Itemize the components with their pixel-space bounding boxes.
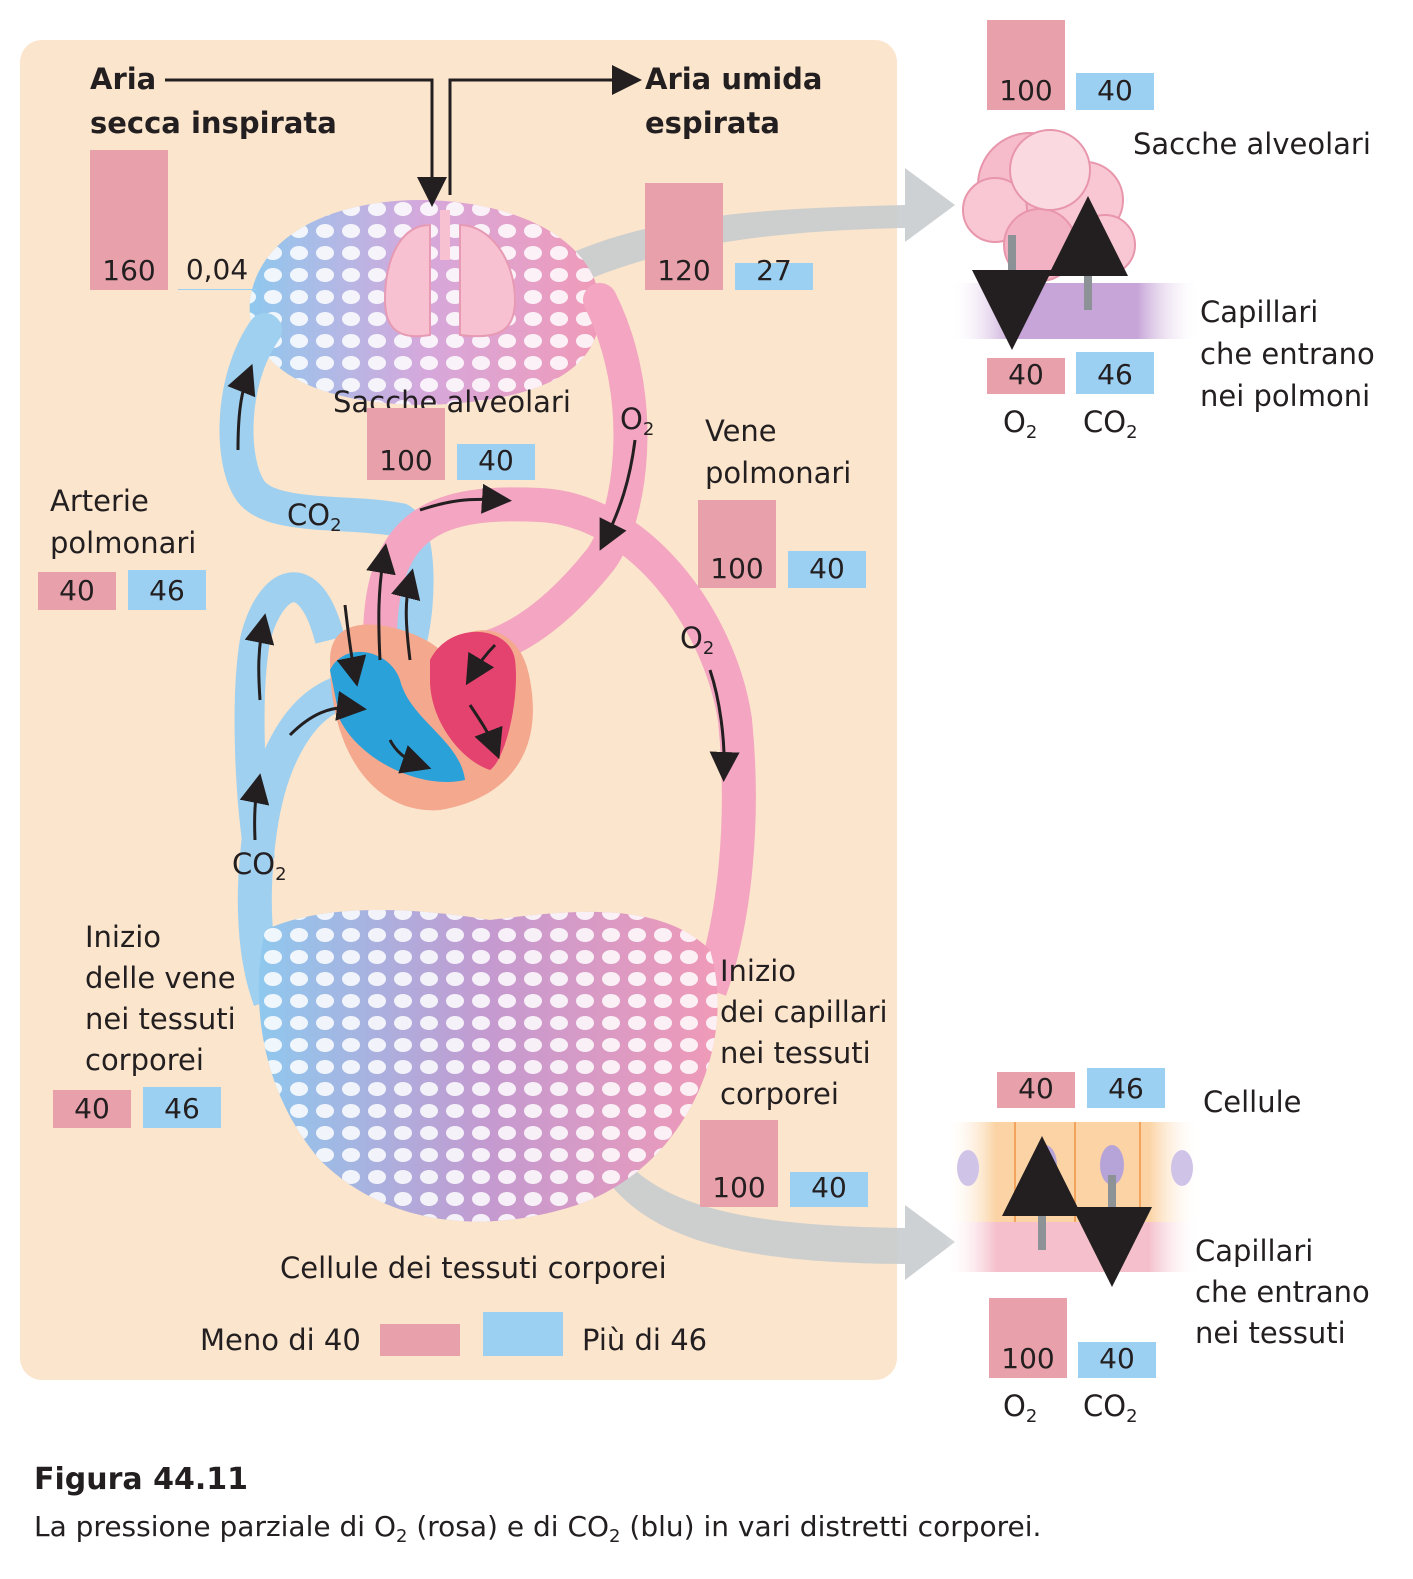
- lung-inset-capillaries-3: nei polmoni: [1200, 379, 1371, 413]
- o2-label-aorta: O2: [680, 621, 715, 659]
- tissue-inset-o2-label: O2: [1003, 1389, 1038, 1427]
- pulmonary-artery-vessel: [219, 313, 434, 657]
- lung-inset-capillaries-1: Capillari: [1200, 295, 1319, 329]
- tissue-inset-bottom-co2-bar: 40: [1078, 1342, 1156, 1378]
- heart-illustration: [330, 624, 533, 811]
- tissue-inset-co2-label: CO2: [1083, 1389, 1138, 1427]
- figure-caption: La pressione parziale di O2 (rosa) e di …: [34, 1510, 1042, 1547]
- pulmonary-veins-label-1: Vene: [705, 414, 777, 448]
- lung-inset-capillaries-2: che entrano: [1200, 337, 1375, 371]
- lung-inset-o2-bar: 100: [987, 20, 1065, 110]
- tissue-veins-o2-bar: 40: [53, 1090, 131, 1128]
- pulmonary-vein-vessel: [463, 283, 648, 667]
- tissue-inset-co2-bar: 46: [1087, 1068, 1165, 1108]
- tissue-capillaries-co2-bar: 40: [790, 1171, 868, 1207]
- lung-inset-bottom-o2-bar: 40: [987, 358, 1065, 394]
- alveolar-sacs-graphic: [950, 129, 1200, 350]
- lung-inset-co2-label: CO2: [1083, 405, 1138, 443]
- pulmonary-veins-o2-bar: 100: [698, 500, 776, 588]
- inspired-air-label-2: secca inspirata: [90, 106, 337, 140]
- tissue-veins-label-2: delle vene: [85, 961, 236, 995]
- tissue-inset-title: Cellule: [1203, 1085, 1302, 1119]
- tissue-capillaries-label-2: dei capillari: [720, 995, 888, 1029]
- figure-title: Figura 44.11: [34, 1462, 248, 1497]
- legend-pink-swatch: [380, 1324, 460, 1356]
- lungs-illustration: [383, 210, 517, 338]
- cells-graphic: [945, 1122, 1200, 1287]
- pulmonary-arteries-o2-bar: 40: [38, 572, 116, 610]
- lung-inset-bottom-co2-bar: 46: [1076, 352, 1154, 394]
- co2-label-pulmonary-artery: CO2: [287, 498, 342, 536]
- pulmonary-arteries-label-1: Arterie: [50, 484, 149, 518]
- tissue-inset-capillaries-1: Capillari: [1195, 1234, 1314, 1268]
- arrow-to-lung-inset: [440, 168, 955, 355]
- tissue-veins-label-1: Inizio: [85, 920, 162, 954]
- expired-air-label-2: espirata: [645, 106, 780, 140]
- tissue-capillaries-label-4: corporei: [720, 1077, 839, 1111]
- tissue-inset-o2-bar: 40: [997, 1072, 1075, 1108]
- tissue-inset-capillaries-2: che entrano: [1195, 1275, 1370, 1309]
- lung-inset-co2-bar: 40: [1076, 73, 1154, 110]
- legend-more-label: Più di 46: [582, 1323, 708, 1357]
- tissue-inset-capillaries-3: nei tessuti: [1195, 1316, 1346, 1350]
- pulmonary-arteries-label-2: polmonari: [50, 526, 197, 560]
- inspired-co2-bar: 0,04: [178, 253, 256, 290]
- tissue-veins-co2-bar: 46: [143, 1087, 221, 1128]
- lung-inset-o2-label: O2: [1003, 405, 1038, 443]
- tissue-inset-bottom-o2-bar: 100: [989, 1298, 1067, 1378]
- tissue-capillaries-o2-bar: 100: [700, 1120, 778, 1207]
- o2-label-pulmonary-vein: O2: [620, 402, 655, 440]
- pulmonary-veins-co2-bar: 40: [788, 551, 866, 588]
- legend-blue-swatch: [483, 1312, 563, 1356]
- tissue-veins-label-4: corporei: [85, 1043, 204, 1077]
- body-tissue-cells-label: Cellule dei tessuti corporei: [280, 1251, 667, 1285]
- alveolar-o2-bar: 100: [367, 408, 445, 480]
- co2-label-vena-cava: CO2: [232, 847, 287, 885]
- expired-o2-bar: 120: [645, 183, 723, 290]
- lung-inset-title: Sacche alveolari: [1133, 127, 1371, 161]
- pulmonary-veins-label-2: polmonari: [705, 456, 852, 490]
- inspired-air-label-1: Aria: [90, 62, 157, 96]
- legend-less-label: Meno di 40: [200, 1323, 361, 1357]
- tissue-capillaries-label-3: nei tessuti: [720, 1036, 871, 1070]
- expired-air-label-1: Aria umida: [645, 62, 823, 96]
- arrow-to-tissue-inset: [560, 1050, 955, 1280]
- pulmonary-arteries-co2-bar: 46: [128, 570, 206, 610]
- tissue-veins-label-3: nei tessuti: [85, 1002, 236, 1036]
- flow-arrows: [165, 65, 740, 841]
- tissue-capillaries-label-1: Inizio: [720, 954, 797, 988]
- inspired-o2-bar: 160: [90, 150, 168, 290]
- alveolar-co2-bar: 40: [457, 444, 535, 480]
- expired-co2-bar: 27: [735, 254, 813, 290]
